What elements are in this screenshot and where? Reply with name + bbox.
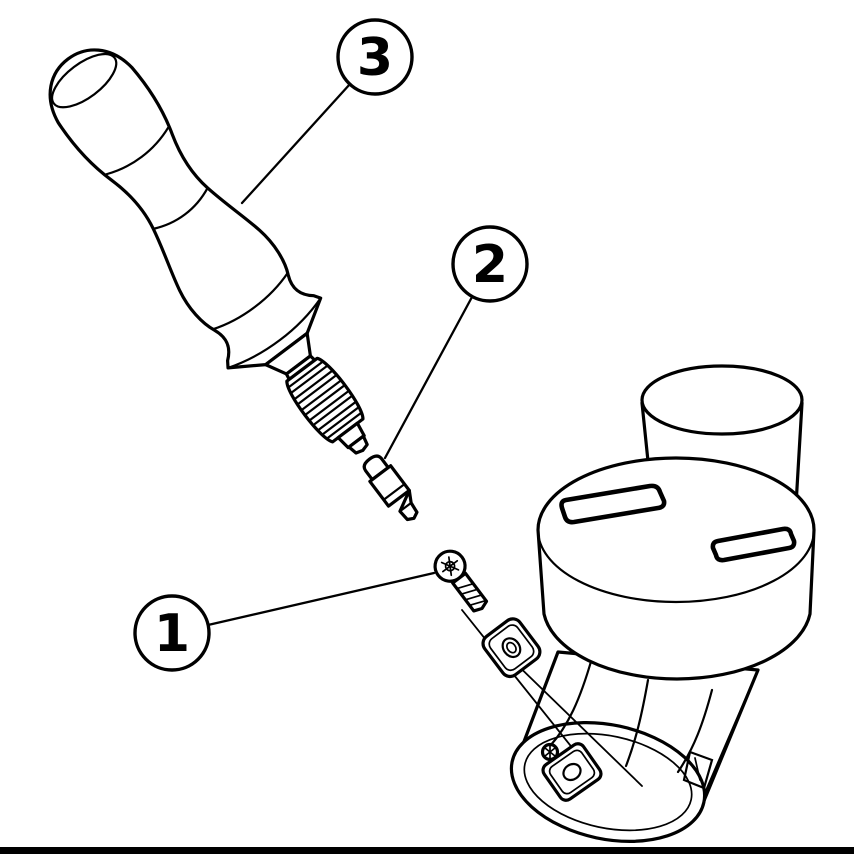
callout-2-circle (451, 225, 529, 303)
callout-2: 2 (383, 225, 529, 460)
callout-1-label: 1 (154, 604, 190, 664)
mounted-screw (540, 742, 560, 762)
callout-1-leader (206, 571, 436, 627)
callout-1: 1 (133, 571, 436, 672)
knurled-section (285, 356, 365, 444)
cutter-flange-body (536, 456, 816, 681)
body-slot-right (710, 526, 797, 563)
assembly-line-2 (504, 652, 643, 787)
callout-1-circle (133, 594, 211, 672)
callout-2-label: 2 (472, 235, 508, 295)
driver-bit (362, 454, 419, 522)
callout-3: 3 (240, 18, 414, 205)
callout-3-leader (240, 82, 352, 205)
insert-pocket (540, 742, 714, 802)
bottom-border (0, 847, 854, 854)
body-slot-left (559, 483, 667, 525)
milling-cutter-body (461, 364, 816, 843)
torque-driver (48, 48, 369, 455)
callout-3-label: 3 (357, 28, 393, 88)
exploded-axis-parts (48, 48, 542, 679)
cutting-insert (481, 617, 542, 679)
cutter-head (509, 650, 760, 843)
insert-screw (433, 549, 489, 613)
callout-3-circle (336, 18, 414, 96)
mounted-insert (541, 742, 603, 802)
callout-2-leader (383, 295, 474, 460)
